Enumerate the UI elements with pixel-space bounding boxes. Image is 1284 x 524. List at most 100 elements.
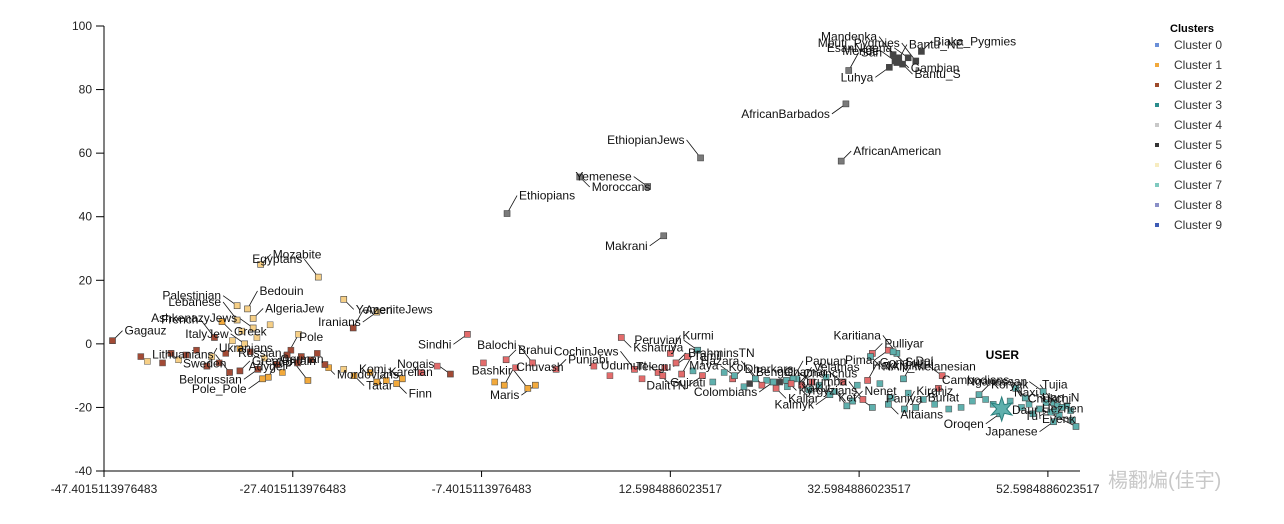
point-label: Gambian [911,61,960,75]
data-point [236,367,244,375]
point-label: Pole_Pole [192,382,247,396]
point-label: EthiopianJews [607,133,684,147]
data-point [606,372,614,379]
point-label: CochinJews [554,344,619,358]
data-point [144,358,151,365]
point-label: Bantu_NE [909,38,964,52]
data-point [684,353,691,360]
data-point [366,369,374,376]
point-label: Hakkipikki [872,359,926,373]
data-point [1055,412,1063,419]
point-label: Finn [409,387,432,401]
data-point [1012,385,1020,392]
legend-swatch [1155,223,1159,227]
data-point [233,302,241,310]
data-point [1069,416,1076,424]
data-point [904,389,912,397]
data-point [849,397,856,405]
y-tick-label: 100 [72,19,92,33]
data-point [211,334,218,341]
data-point [638,375,646,383]
data-point [659,372,667,379]
data-point [769,378,777,386]
legend-label: Cluster 2 [1174,78,1222,92]
legend-label: Cluster 4 [1174,118,1222,132]
point-label: Mbuti_Pygmies [818,36,900,50]
point-label: Tamil [694,349,722,363]
x-tick-label: -47.4015113976483 [51,482,158,496]
data-point [845,67,853,74]
data-point [159,359,166,367]
data-point [752,375,759,383]
data-point [502,356,510,364]
point-label: Belorussian [179,372,242,386]
y-tick-label: 20 [79,273,93,287]
point-label: Ukranians [219,341,273,355]
data-point [417,369,425,376]
data-point [576,173,584,181]
user-label: USER [986,348,1020,362]
point-label: AshkenazyJews [151,311,237,325]
y-tick-label: 60 [79,146,93,160]
x-ticks: -47.4015113976483-27.4015113976483-7.401… [51,471,1100,496]
data-point [787,380,795,387]
data-point [247,348,254,356]
point-label: San [861,46,882,60]
point-label: Vep [271,355,292,369]
data-point [758,381,766,389]
point-label: Gagauz [125,324,167,338]
data-point [678,370,685,378]
data-point [1042,399,1050,406]
point-label: Nenet [865,384,898,398]
data-point [480,359,487,367]
data-point [837,157,845,165]
point-label: Palestinian [162,289,221,303]
data-point [226,369,233,376]
data-point [433,362,441,370]
data-point [529,359,536,367]
data-point [512,364,519,371]
data-point [886,64,893,71]
data-point [294,359,301,367]
point-label: Chuvash [516,360,563,374]
data-point [491,378,499,386]
data-point [969,397,976,405]
x-tick-label: 32.5984886023517 [807,482,911,496]
user-marker: USER [986,348,1020,423]
point-label: Greek [234,325,268,339]
point-label: Mordovians [337,368,399,382]
data-point [182,351,190,359]
data-point [920,396,927,403]
point-label: Gond [880,355,909,369]
data-point [864,377,871,384]
point-label: NAN_Melanesian [882,360,975,374]
point-label: Altaians [900,407,943,421]
legend-swatch [1155,183,1159,187]
point-label: Kyrgyzians [798,383,857,397]
data-point [373,378,381,386]
legend-swatch [1155,203,1159,207]
legend-label: Cluster 0 [1174,38,1222,52]
data-point [261,354,268,362]
point-label: Tatar [366,379,393,393]
point-label: Buriat [928,390,960,404]
data-point [253,334,261,341]
y-tick-label: 40 [79,210,93,224]
data-point [899,60,906,68]
legend-title: Clusters [1170,23,1214,35]
point-label: Kurmi [682,328,713,342]
data-point [689,367,697,375]
point-label: Telegu [636,360,671,374]
x-tick-label: 12.5984886023517 [619,482,723,496]
data-point [957,404,965,411]
legend-swatch [1155,123,1159,127]
data-point [697,154,704,162]
data-point [631,365,638,373]
data-point [307,356,314,363]
data-point [885,400,892,408]
data-point [1050,418,1057,426]
legend-label: Cluster 9 [1174,218,1222,232]
point-label: Bashkir [472,363,512,377]
